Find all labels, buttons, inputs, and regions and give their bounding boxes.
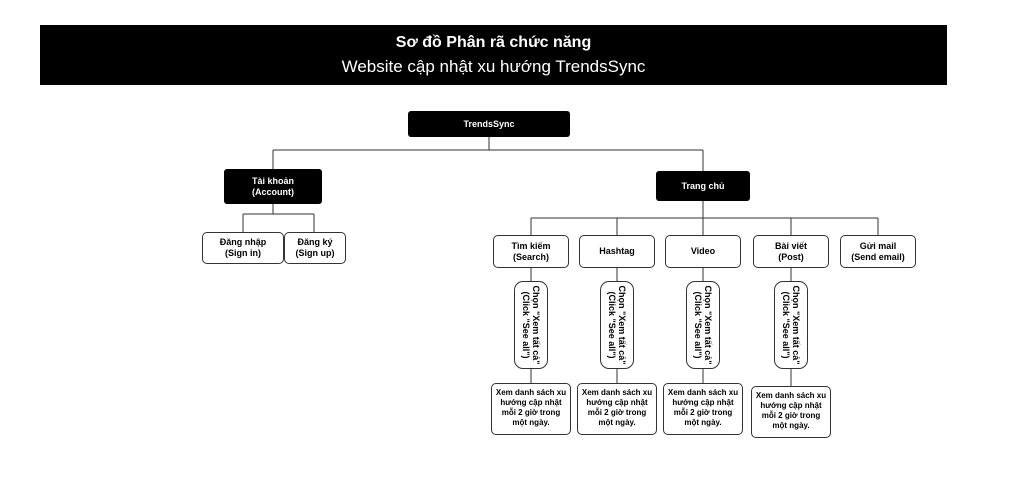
node-root-label: TrendsSync bbox=[463, 118, 515, 129]
result-label: Xem danh sách xu hướng cập nhật mỗi 2 gi… bbox=[581, 388, 653, 427]
node-sign-in-sublabel: (Sign in) bbox=[225, 248, 261, 258]
see-all-sublabel: (Click "See all") bbox=[781, 291, 791, 359]
result-label: Xem danh sách xu hướng cập nhật mỗi 2 gi… bbox=[495, 388, 567, 427]
node-hashtag: Hashtag bbox=[579, 235, 655, 268]
node-see-all-search: Chọn "Xem tất cả" (Click "See all") bbox=[514, 281, 548, 369]
node-result-post: Xem danh sách xu hướng cập nhật mỗi 2 gi… bbox=[751, 386, 831, 438]
node-result-hashtag: Xem danh sách xu hướng cập nhật mỗi 2 gi… bbox=[577, 383, 657, 435]
node-home: Trang chủ bbox=[656, 171, 750, 201]
see-all-sublabel: (Click "See all") bbox=[521, 291, 531, 359]
node-account-label: Tài khoản bbox=[251, 175, 294, 186]
node-post-sublabel: (Post) bbox=[778, 251, 804, 262]
see-all-label: Chọn "Xem tất cả" bbox=[531, 285, 541, 365]
node-sign-up-label: Đăng ký bbox=[297, 237, 333, 247]
result-label: Xem danh sách xu hướng cập nhật mỗi 2 gi… bbox=[667, 388, 739, 427]
node-see-all-hashtag: Chọn "Xem tất cả" (Click "See all") bbox=[600, 281, 634, 369]
diagram-title: Sơ đồ Phân rã chức năng bbox=[395, 34, 592, 51]
node-video: Video bbox=[665, 235, 741, 268]
result-label: Xem danh sách xu hướng cập nhật mỗi 2 gi… bbox=[755, 391, 827, 430]
node-send-email-sublabel: (Send email) bbox=[851, 251, 905, 262]
see-all-label: Chọn "Xem tất cả" bbox=[617, 285, 627, 365]
node-account-sublabel: (Account) bbox=[252, 186, 294, 197]
node-search-sublabel: (Search) bbox=[512, 251, 549, 262]
node-account: Tài khoản (Account) bbox=[224, 169, 322, 204]
node-home-label: Trang chủ bbox=[681, 180, 725, 191]
see-all-sublabel: (Click "See all") bbox=[607, 291, 617, 359]
node-see-all-video: Chọn "Xem tất cả" (Click "See all") bbox=[686, 281, 720, 369]
node-result-video: Xem danh sách xu hướng cập nhật mỗi 2 gi… bbox=[663, 383, 743, 435]
node-search-label: Tìm kiếm bbox=[511, 240, 551, 251]
node-search: Tìm kiếm (Search) bbox=[493, 235, 569, 268]
see-all-label: Chọn "Xem tất cả" bbox=[791, 285, 801, 365]
diagram-subtitle: Website cập nhật xu hướng TrendsSync bbox=[341, 57, 646, 76]
node-sign-up-sublabel: (Sign up) bbox=[295, 248, 335, 258]
node-result-search: Xem danh sách xu hướng cập nhật mỗi 2 gi… bbox=[491, 383, 571, 435]
node-video-label: Video bbox=[690, 246, 716, 256]
see-all-label: Chọn "Xem tất cả" bbox=[703, 285, 713, 365]
see-all-sublabel: (Click "See all") bbox=[693, 291, 703, 359]
node-root: TrendsSync bbox=[408, 111, 570, 137]
node-send-email: Gửi mail (Send email) bbox=[840, 235, 916, 268]
node-post-label: Bài viết bbox=[774, 240, 807, 251]
node-hashtag-label: Hashtag bbox=[599, 246, 635, 256]
node-sign-in-label: Đăng nhập bbox=[219, 237, 267, 247]
diagram-header: Sơ đồ Phân rã chức năng Website cập nhật… bbox=[40, 25, 947, 85]
node-post: Bài viết (Post) bbox=[753, 235, 829, 268]
node-sign-in: Đăng nhập (Sign in) bbox=[202, 232, 284, 264]
node-send-email-label: Gửi mail bbox=[859, 240, 897, 251]
node-see-all-post: Chọn "Xem tất cả" (Click "See all") bbox=[774, 281, 808, 369]
node-sign-up: Đăng ký (Sign up) bbox=[284, 232, 346, 264]
